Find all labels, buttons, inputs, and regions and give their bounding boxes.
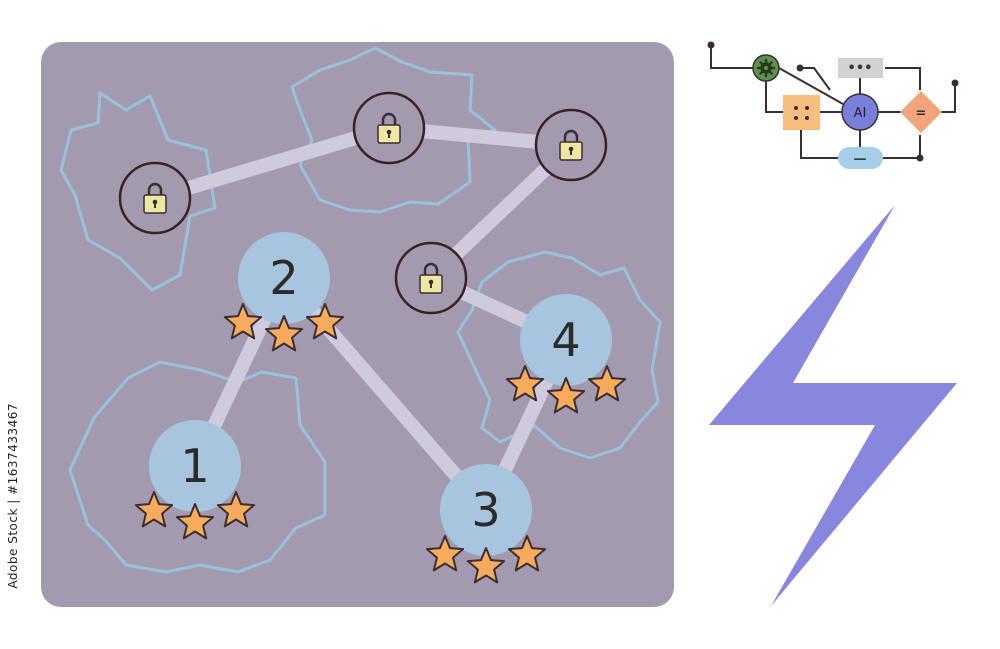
region-outline-top-center: [290, 46, 497, 214]
diamond-node: =: [900, 91, 942, 133]
level-node-2[interactable]: 2: [238, 232, 330, 324]
locked-level-node[interactable]: [352, 91, 426, 165]
level-number: 4: [551, 313, 580, 367]
level-node-circle: [149, 420, 241, 512]
lock-icon: [559, 129, 583, 161]
lock-icon: [143, 182, 167, 214]
flow-endpoint: [951, 79, 959, 87]
level-node-1[interactable]: 1: [149, 420, 241, 512]
gear-node: [752, 54, 780, 82]
flow-endpoint: [796, 64, 804, 72]
flow-connector: [800, 67, 831, 91]
level-number: 1: [180, 439, 209, 493]
region-outline-right: [456, 250, 662, 460]
star-icon: [507, 535, 547, 572]
equals-icon: =: [916, 106, 927, 121]
locked-level-node[interactable]: [534, 108, 608, 182]
dots-node: •••: [838, 58, 883, 78]
level-number: 2: [269, 251, 298, 305]
flow-connector: [941, 83, 956, 113]
star-icon: [425, 535, 465, 572]
region-outlines: [59, 46, 662, 574]
star-icon: [305, 303, 345, 340]
flow-connector: [882, 135, 921, 159]
level-nodes: 1 2 3 4: [149, 232, 612, 556]
flow-connector: [765, 68, 784, 113]
locked-level-node[interactable]: [118, 161, 192, 235]
level-node-3[interactable]: 3: [440, 464, 532, 556]
flow-connector: [710, 45, 766, 69]
ai-label: AI: [854, 106, 867, 121]
minus-icon: —: [854, 152, 867, 167]
flow-connector: [800, 130, 838, 159]
flow-endpoint: [916, 154, 924, 162]
lock-icon: [419, 262, 443, 294]
star-icon: [175, 503, 215, 540]
star-icon: [546, 377, 586, 414]
flow-connector: [778, 67, 844, 105]
star-icon: [223, 303, 263, 340]
ellipsis-icon: •••: [848, 61, 873, 76]
flow-endpoint: [707, 41, 715, 49]
star-icon: [264, 315, 304, 352]
level-node-circle: [440, 464, 532, 556]
pill-node: —: [838, 147, 883, 169]
star-icon: [216, 491, 256, 528]
level-number: 3: [471, 483, 500, 537]
path-segment: [148, 121, 396, 205]
locked-level-node[interactable]: [394, 241, 468, 315]
lightning-bolt-icon: [709, 205, 957, 606]
flow-connector: [885, 67, 921, 90]
ai-node: AI: [841, 93, 879, 131]
level-node-circle: [238, 232, 330, 324]
star-icon: [134, 491, 174, 528]
ai-flowchart-nodes: ••• AI = —: [752, 54, 942, 169]
region-outline-top-left: [59, 91, 217, 292]
star-icon: [505, 365, 545, 402]
gear-icon: [756, 58, 776, 78]
level-stars: [134, 303, 627, 584]
level-node-4[interactable]: 4: [520, 294, 612, 386]
star-icon: [587, 365, 627, 402]
lock-icon: [377, 112, 401, 144]
locked-nodes: [118, 91, 608, 315]
star-icon: [466, 547, 506, 584]
square-node: [783, 95, 820, 130]
level-node-circle: [520, 294, 612, 386]
ai-flowchart-icon: [707, 41, 959, 162]
grid-dots-icon: [794, 106, 809, 120]
stock-id-label: Adobe Stock | #1637433467: [6, 403, 20, 589]
